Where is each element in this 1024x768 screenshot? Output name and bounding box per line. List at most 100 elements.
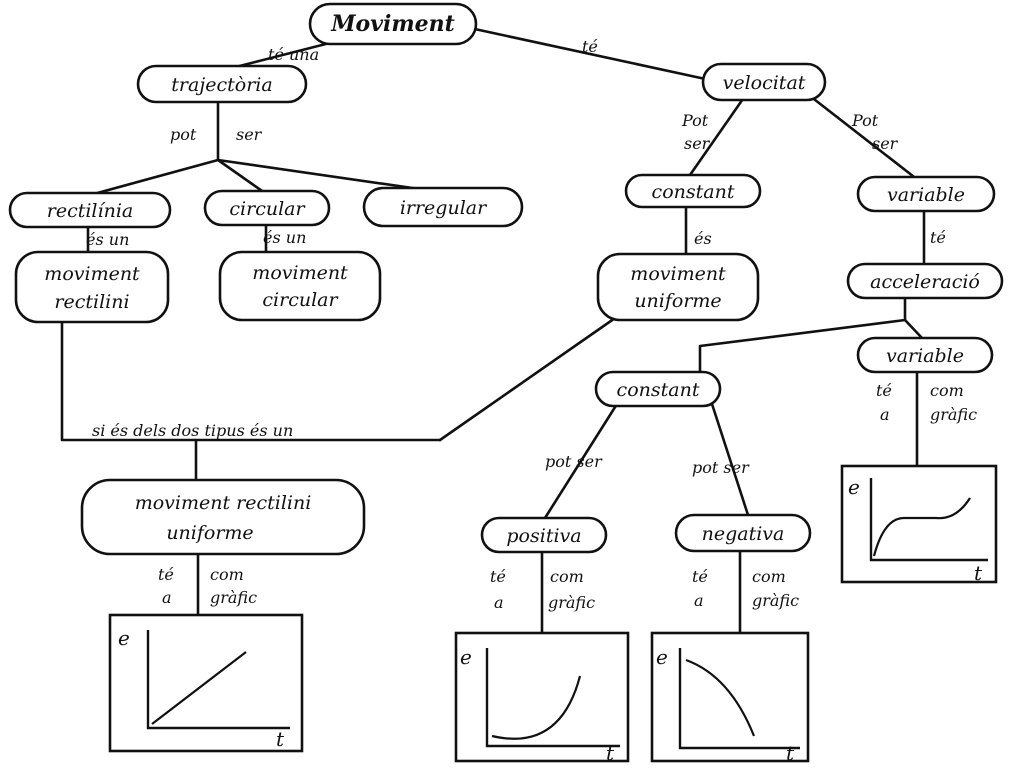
label-pot-var: Pot — [851, 111, 879, 130]
label-pot-left: pot — [170, 125, 197, 144]
node-irregular-label: irregular — [400, 197, 488, 219]
label-a-2: a — [494, 593, 504, 612]
edge-acc-variable — [903, 318, 924, 340]
edge-mu-join — [438, 314, 620, 442]
node-constant-velocitat: constant — [624, 173, 762, 209]
label-te-2: té — [490, 567, 506, 586]
label-pot-ser-pos: pot ser — [545, 452, 603, 471]
graph-positiva: e t — [454, 631, 630, 765]
node-positiva: positiva — [480, 516, 608, 554]
graph-variable-axes — [869, 478, 988, 562]
label-a-4: a — [880, 405, 890, 424]
node-acceleracio-label: acceleració — [870, 271, 980, 293]
label-es: és — [694, 229, 712, 248]
node-trajectoria-label: trajectòria — [171, 74, 272, 96]
label-com-3: com — [752, 567, 786, 586]
label-es-un-1: és un — [86, 230, 129, 249]
edge-to-rectilinia — [88, 158, 220, 197]
label-grafic-1: gràfic — [210, 588, 257, 607]
edge-to-irregular — [216, 158, 442, 194]
graph-variable-x-label: t — [974, 561, 983, 585]
graph-negativa-x-label: t — [786, 741, 795, 765]
graph-positiva-x-label: t — [606, 741, 615, 765]
node-moviment-label: Moviment — [330, 11, 455, 37]
label-pot-const: Pot — [681, 111, 709, 130]
node-velocitat-label: velocitat — [723, 72, 806, 94]
node-variable-velocitat-label: variable — [887, 184, 965, 206]
node-variable-acceleracio-label: variable — [886, 345, 964, 367]
graph-negativa: e t — [650, 631, 810, 765]
label-grafic-4: gràfic — [930, 405, 977, 424]
graph-mru-axes — [146, 630, 290, 730]
label-te-una: té una — [268, 45, 319, 64]
edge-velocitat-variable — [808, 94, 920, 182]
node-acceleracio: acceleració — [846, 262, 1004, 300]
node-moviment-rectilini: moviment rectilini — [14, 250, 170, 324]
edge-to-circular — [216, 158, 267, 195]
label-te-acc: té — [930, 228, 946, 247]
label-a-1: a — [162, 588, 172, 607]
node-circular-label: circular — [229, 198, 306, 220]
label-com-4: com — [930, 381, 964, 400]
edge-acc-branch — [698, 294, 907, 374]
node-velocitat: velocitat — [701, 62, 827, 102]
edge-mr-join — [60, 316, 442, 442]
node-moviment-uniforme-line1: moviment — [630, 263, 726, 285]
link-labels: té una té pot ser Pot ser Pot ser és un … — [86, 37, 977, 612]
edge-const-negativa — [710, 402, 750, 517]
label-te-1: té — [158, 565, 174, 584]
node-moviment-rectilini-line1: moviment — [44, 263, 140, 285]
label-ser-var: ser — [872, 134, 899, 153]
node-constant-velocitat-label: constant — [652, 181, 735, 203]
node-moviment-rectilini-line2: rectilini — [54, 291, 129, 313]
edge-const-positiva — [543, 402, 619, 520]
label-es-un-2: és un — [263, 228, 306, 247]
label-a-3: a — [694, 591, 704, 610]
node-mru-line1: moviment rectilini — [135, 492, 312, 514]
node-negativa-label: negativa — [702, 523, 785, 545]
node-constant-acceleracio: constant — [594, 370, 722, 408]
node-variable-acceleracio: variable — [856, 336, 994, 374]
node-moviment: Moviment — [308, 2, 478, 46]
label-si-es: si és dels dos tipus és un — [92, 421, 293, 440]
graph-negativa-y-label: e — [656, 645, 668, 669]
graph-negativa-curve — [685, 658, 756, 737]
node-moviment-circular: moviment circular — [218, 250, 382, 322]
label-te-top: té — [582, 37, 598, 56]
node-moviment-circular-line1: moviment — [252, 262, 348, 284]
node-rectilinia: rectilínia — [8, 191, 172, 229]
label-com-1: com — [210, 565, 244, 584]
node-irregular: irregular — [362, 186, 524, 228]
graph-positiva-axes — [485, 648, 620, 748]
edge-moviment-velocitat — [468, 26, 712, 82]
graph-positiva-y-label: e — [460, 645, 472, 669]
node-mru: moviment rectilini uniforme — [80, 478, 366, 556]
label-ser-left: ser — [236, 125, 263, 144]
node-positiva-label: positiva — [506, 525, 581, 547]
label-grafic-2: gràfic — [548, 593, 595, 612]
node-variable-velocitat: variable — [856, 175, 996, 213]
graph-mru: e t — [108, 613, 304, 753]
node-moviment-uniforme: moviment uniforme — [596, 252, 760, 322]
label-te-4: té — [876, 381, 892, 400]
graph-mru-curve — [151, 651, 247, 725]
edge-velocitat-constant — [688, 94, 747, 177]
graph-mru-y-label: e — [118, 626, 130, 650]
label-te-3: té — [692, 567, 708, 586]
node-constant-acceleracio-label: constant — [617, 379, 700, 401]
node-moviment-uniforme-line2: uniforme — [634, 290, 721, 312]
node-mru-line2: uniforme — [166, 522, 253, 544]
label-pot-ser-neg: pot ser — [692, 458, 750, 477]
node-moviment-circular-line2: circular — [262, 289, 339, 311]
node-rectilinia-label: rectilínia — [47, 200, 133, 222]
node-circular: circular — [203, 189, 331, 227]
edges — [60, 26, 926, 635]
graph-positiva-curve — [491, 675, 582, 740]
graph-negativa-axes — [678, 648, 800, 750]
graph-variable-curve — [872, 497, 971, 557]
node-negativa: negativa — [674, 513, 812, 553]
graph-mru-x-label: t — [276, 727, 285, 751]
label-grafic-3: gràfic — [752, 591, 799, 610]
graph-variable: e t — [840, 464, 998, 585]
